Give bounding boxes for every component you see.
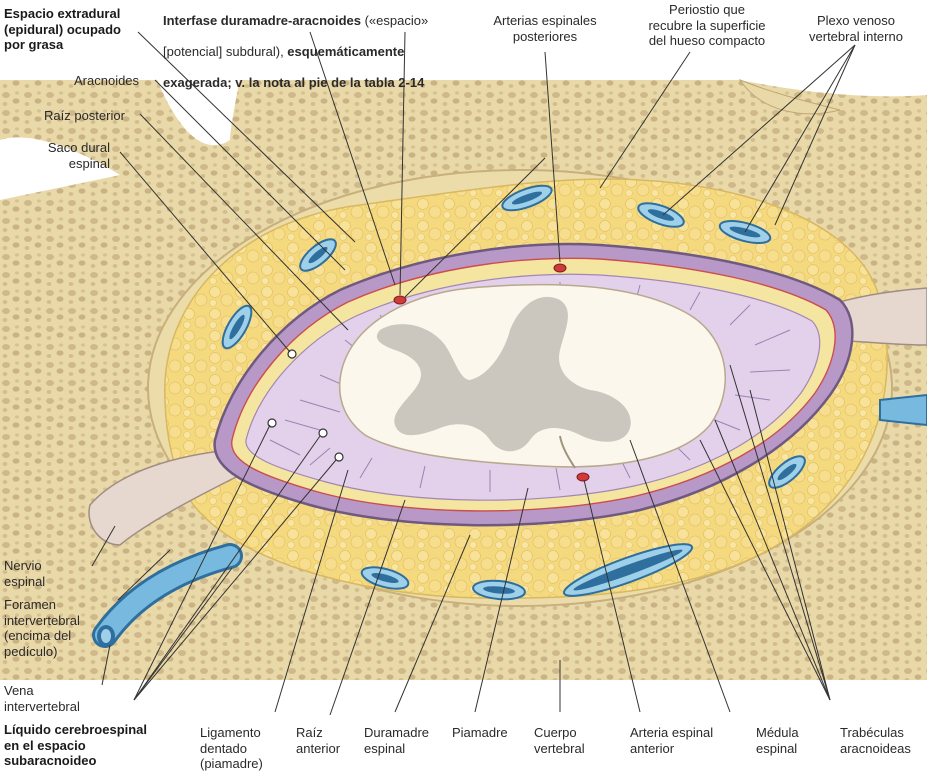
csf-markers (267, 349, 344, 462)
label-csf: Líquido cerebroespinal en el espacio sub… (4, 722, 148, 768)
interface-line-3-bold: exagerada; v. la nota al pie de la tabla… (163, 74, 425, 90)
interface-line-2-rest: [potencial] subdural), (163, 43, 288, 59)
label-posterior-spinal-arteries: Arterias espinales posteriores (493, 13, 597, 44)
label-spinal-nerve: Nervio espinal (4, 558, 46, 589)
label-epidural-space: Espacio extradural (epidural) ocupado po… (4, 6, 121, 52)
label-anterior-root: Raíz anterior (296, 725, 341, 756)
interface-line-1-rest: («espacio» (360, 12, 429, 28)
label-arachnoid: Aracnoides (74, 73, 140, 88)
spinal-nerve (88, 449, 252, 546)
label-intervertebral-vein: Vena intervertebral (4, 683, 80, 714)
label-arachnoid-trabeculae: Trabéculas aracnoideas (840, 725, 911, 756)
leader-lines (91, 31, 856, 716)
interface-line-2-bold: esquemáticamente (287, 43, 405, 59)
label-posterior-root: Raíz posterior (44, 108, 125, 123)
label-dura-arachnoid-interface: Interfase duramadre-aracnoides («espacio… (163, 0, 493, 90)
label-spinal-dura: Duramadre espinal (364, 725, 430, 756)
label-periosteum: Periostio que recubre la superficie del … (648, 2, 766, 48)
label-intervertebral-foramen: Foramen intervertebral (encima del pedíc… (4, 597, 80, 659)
label-anterior-spinal-artery: Arteria espinal anterior (630, 725, 714, 756)
gray-matter (376, 296, 631, 452)
label-vertebral-body: Cuerpo vertebral (534, 725, 585, 756)
right-root (829, 287, 927, 346)
spinal-arteries (393, 263, 590, 482)
label-dural-sac: Saco dural espinal (47, 140, 110, 171)
interface-line-1-bold: Interfase duramadre-aracnoides (163, 12, 361, 28)
label-pia-mater: Piamadre (452, 725, 508, 740)
label-internal-venous-plexus: Plexo venoso vertebral interno (809, 13, 903, 44)
label-spinal-cord: Médula espinal (756, 725, 799, 756)
venous-plexus (221, 184, 806, 601)
intervertebral-vein (95, 546, 240, 645)
label-denticulate-ligament: Ligamento dentado (piamadre) (200, 725, 263, 771)
